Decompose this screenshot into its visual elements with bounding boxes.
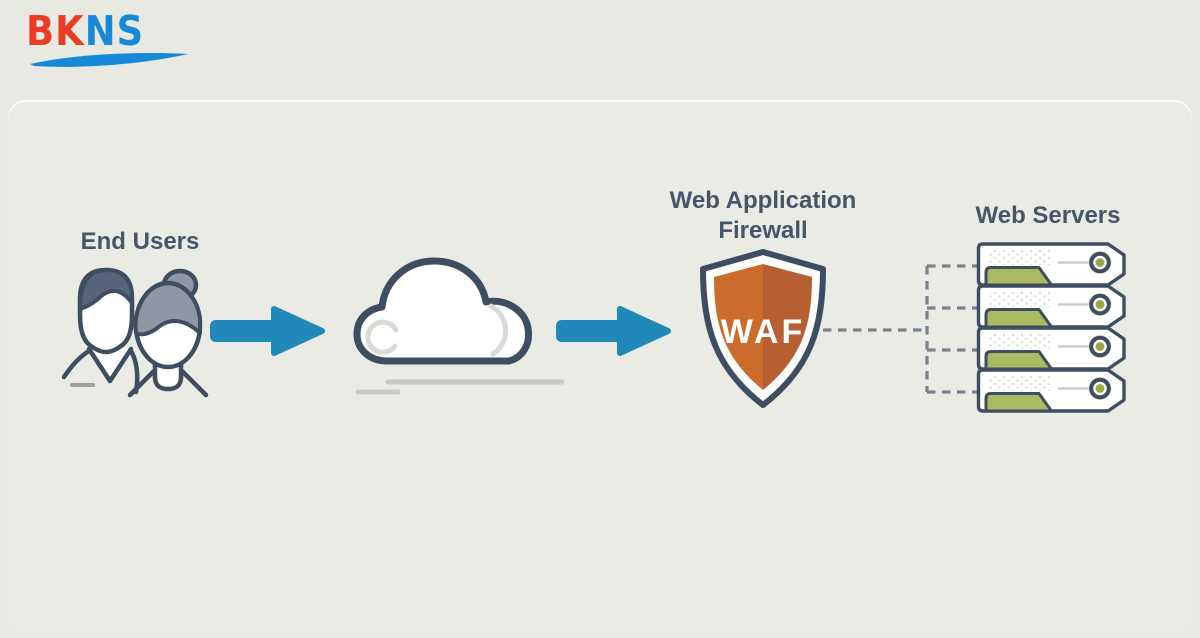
bkns-logo: BKNS [26, 8, 206, 68]
logo-swoosh-icon [30, 53, 188, 67]
man-hair [78, 268, 134, 311]
man-collar [86, 346, 134, 384]
end-users-icon [61, 267, 209, 398]
man-collar-fill [89, 349, 131, 381]
server-stack-units [976, 242, 1126, 413]
end-users-label: End Users [80, 228, 200, 255]
server-unit [976, 284, 1126, 329]
woman-shoulder-left [127, 367, 158, 398]
logo-text-blue: NS [84, 7, 145, 55]
cloud-curl [365, 319, 399, 355]
man-shoulder-left [61, 348, 92, 380]
web-servers-icon [976, 242, 1126, 413]
woman-shoulder-right [178, 367, 209, 398]
logo-text-red: BK [26, 7, 85, 55]
shield-right-half [763, 264, 812, 390]
shield-left-half [714, 264, 763, 390]
server-unit [976, 326, 1126, 371]
waf-server-connectors [823, 264, 977, 394]
waf-badge-text: WAF [721, 313, 806, 351]
cloud-outline [353, 257, 533, 365]
logo-text: BKNS [26, 7, 144, 55]
waf-shield-icon: WAF [700, 249, 826, 408]
server-unit [976, 242, 1126, 287]
cloud-icon [353, 257, 565, 395]
cloud-inner-arc [488, 303, 509, 357]
waf-label: Web Application Firewall [669, 187, 857, 244]
web-servers-label: Web Servers [975, 202, 1121, 229]
man-shoulder-right [128, 348, 140, 395]
connector-branches [927, 264, 977, 394]
arrow-cloud-to-waf-icon [556, 306, 671, 356]
arrow-users-to-cloud-icon [210, 306, 325, 356]
server-unit [976, 368, 1126, 413]
woman-hair [133, 281, 202, 337]
